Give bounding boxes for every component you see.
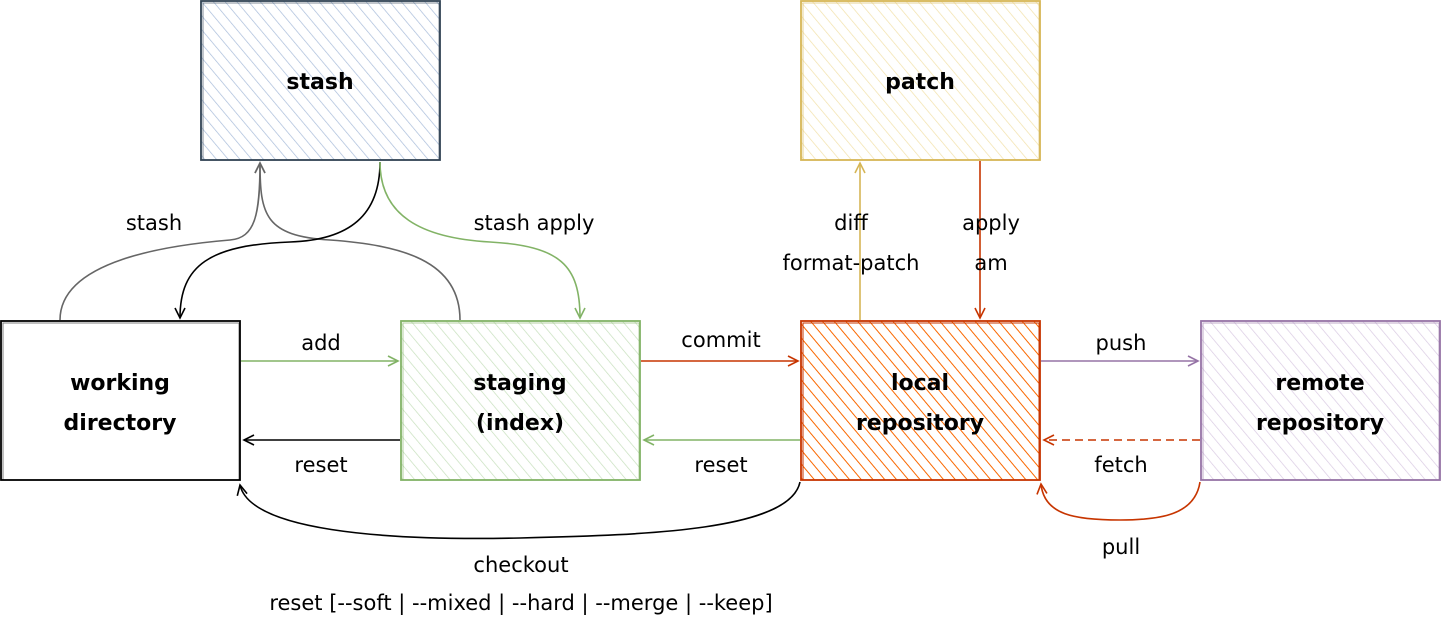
working-directory-label-line2: directory — [64, 411, 177, 436]
edge-stash-from-working — [59, 161, 266, 321]
patch-node-label: patch — [885, 70, 955, 95]
stash-node-label: stash — [286, 70, 353, 95]
label-fetch: fetch — [1094, 453, 1147, 477]
label-stash: stash — [126, 211, 182, 235]
label-reset-working: reset — [294, 453, 347, 477]
label-am: am — [974, 251, 1007, 275]
remote-repository-label-line2: repository — [1256, 411, 1384, 436]
local-repository-label-line1: local — [891, 371, 949, 396]
node-remote-repository: remote repository — [1200, 320, 1441, 481]
label-reset-staging: reset — [694, 453, 747, 477]
edge-pull — [1036, 481, 1201, 521]
label-apply: apply — [962, 211, 1020, 235]
edge-stash-to-working — [174, 161, 381, 320]
label-stash-apply: stash apply — [474, 211, 595, 235]
label-format-patch: format-patch — [783, 251, 920, 275]
node-local-repository: local repository — [800, 320, 1041, 481]
edge-stash-from-staging — [254, 161, 461, 321]
edge-stash-apply — [379, 161, 586, 320]
node-working-directory: working directory — [0, 320, 241, 481]
label-pull: pull — [1102, 535, 1140, 559]
node-patch: patch — [800, 0, 1041, 161]
label-add: add — [301, 331, 341, 355]
staging-label-line1: staging — [473, 371, 566, 396]
edge-checkout — [236, 481, 801, 540]
node-staging: staging (index) — [400, 320, 641, 481]
label-reset-modes: reset [--soft | --mixed | --hard | --mer… — [269, 591, 772, 616]
label-commit: commit — [681, 328, 760, 352]
label-checkout: checkout — [473, 553, 568, 577]
node-stash: stash — [200, 0, 441, 161]
local-repository-label-line2: repository — [856, 411, 984, 436]
label-diff: diff — [834, 211, 868, 235]
remote-repository-label-line1: remote — [1275, 371, 1364, 396]
staging-label-line2: (index) — [476, 411, 564, 436]
label-push: push — [1096, 331, 1147, 355]
working-directory-label-line1: working — [70, 371, 170, 396]
